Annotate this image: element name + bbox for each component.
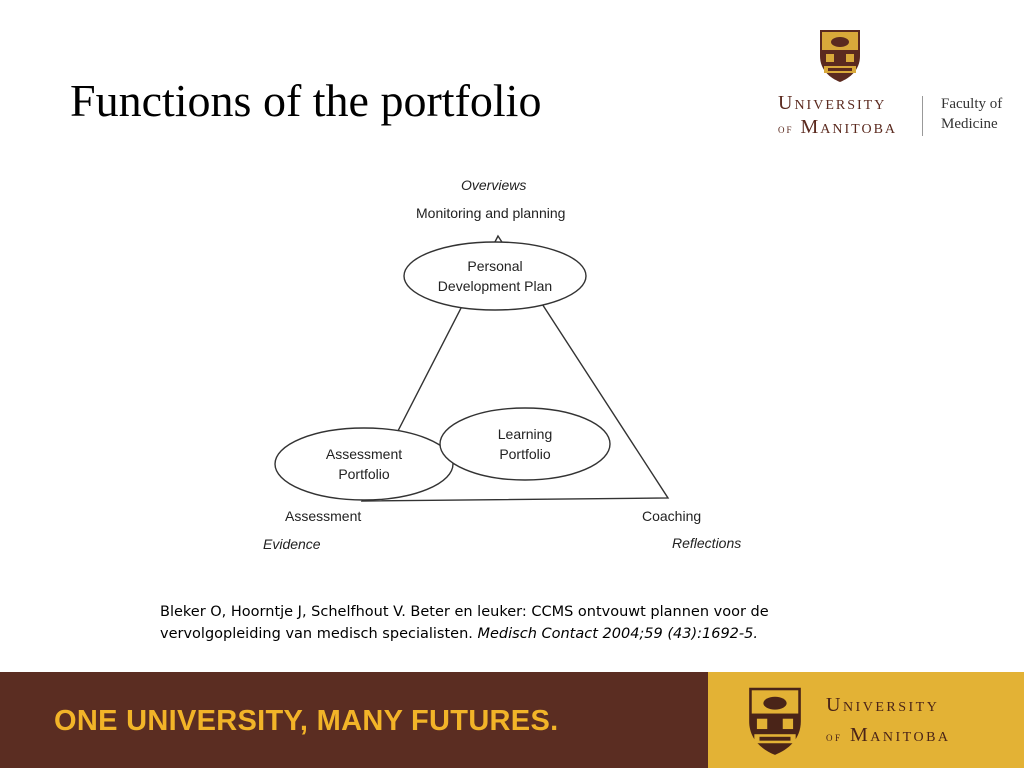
footer-university-name: University bbox=[826, 694, 940, 716]
diagram-shapes bbox=[274, 234, 670, 502]
node-top-ellipse bbox=[403, 241, 587, 311]
diagram-triangle bbox=[360, 234, 670, 502]
citation-text: Bleker O, Hoorntje J, Schelfhout V. Bete… bbox=[160, 604, 769, 642]
label-evidence: Evidence bbox=[263, 536, 321, 552]
slide-title: Functions of the portfolio bbox=[70, 75, 542, 126]
citation: Bleker O, Hoorntje J, Schelfhout V. Bete… bbox=[160, 601, 880, 645]
node-learning-portfolio: Learning Portfolio bbox=[497, 426, 553, 462]
node-right-ellipse bbox=[439, 407, 611, 481]
university-logo-header: University of Manitoba Faculty of Medici… bbox=[778, 26, 1018, 138]
label-monitoring-planning: Monitoring and planning bbox=[416, 205, 566, 221]
citation-journal: Medisch Contact 2004;59 (43):1692-5. bbox=[477, 626, 758, 642]
header-university-name: University bbox=[778, 92, 887, 114]
label-assessment: Assessment bbox=[285, 508, 362, 524]
portfolio-diagram: Overviews Monitoring and planning Person… bbox=[250, 170, 770, 570]
label-reflections: Reflections bbox=[672, 535, 742, 551]
footer-banner: ONE UNIVERSITY, MANY FUTURES. University… bbox=[0, 672, 1024, 768]
faculty-name-line1: Faculty of bbox=[941, 96, 1003, 112]
faculty-name-line2: Medicine bbox=[941, 116, 998, 132]
footer-university-name-line2: of Manitoba bbox=[826, 724, 951, 746]
node-assessment-portfolio: Assessment Portfolio bbox=[325, 446, 403, 482]
footer-logo-panel: University of Manitoba bbox=[708, 672, 1024, 768]
footer-crest-icon bbox=[749, 687, 801, 755]
university-crest-icon bbox=[820, 30, 860, 82]
header-university-name-line2: of Manitoba bbox=[778, 116, 898, 138]
footer-slogan: ONE UNIVERSITY, MANY FUTURES. bbox=[54, 705, 559, 737]
label-overviews: Overviews bbox=[461, 177, 527, 193]
logo-divider bbox=[922, 96, 923, 136]
footer-slogan-panel: ONE UNIVERSITY, MANY FUTURES. bbox=[0, 672, 708, 768]
node-personal-development-plan: Personal Development Plan bbox=[437, 258, 553, 294]
label-coaching: Coaching bbox=[642, 508, 702, 524]
